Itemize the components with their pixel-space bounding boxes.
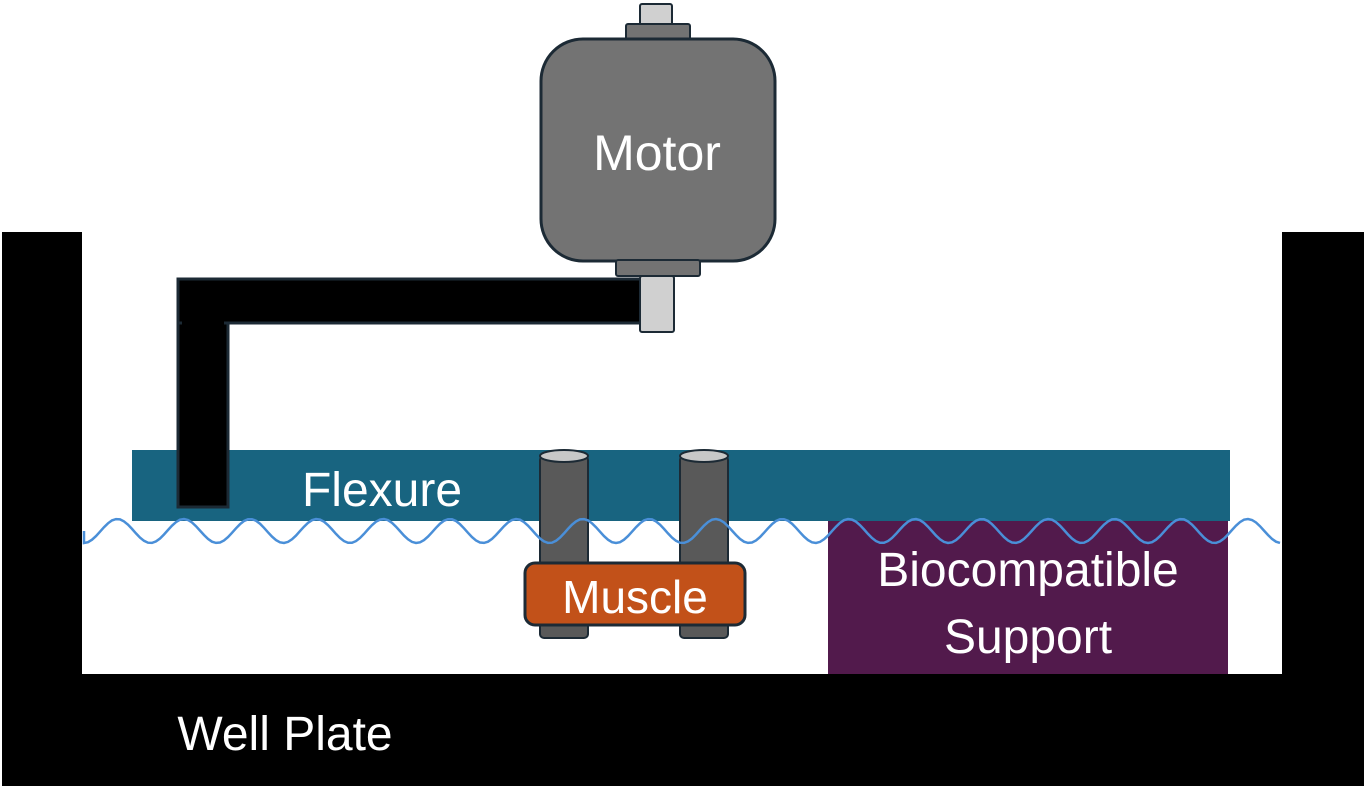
motor	[539, 3, 777, 333]
motor-top-shaft	[639, 3, 673, 27]
muscle-label: Muscle	[562, 571, 708, 623]
well-plate-label: Well Plate	[177, 708, 392, 761]
support-label-line1: Biocompatible	[877, 544, 1179, 597]
motor-bottom-collar	[615, 259, 701, 277]
water-line	[82, 517, 1281, 545]
support-label-line2: Support	[944, 611, 1112, 664]
well-plate	[2, 232, 1364, 786]
motor-label: Motor	[593, 125, 721, 181]
well-plate-base	[2, 674, 1364, 786]
motor-bottom-shaft	[639, 275, 675, 333]
muscle-block	[523, 561, 747, 627]
flexure-label: Flexure	[302, 464, 462, 517]
biocompatible-support	[828, 520, 1228, 674]
